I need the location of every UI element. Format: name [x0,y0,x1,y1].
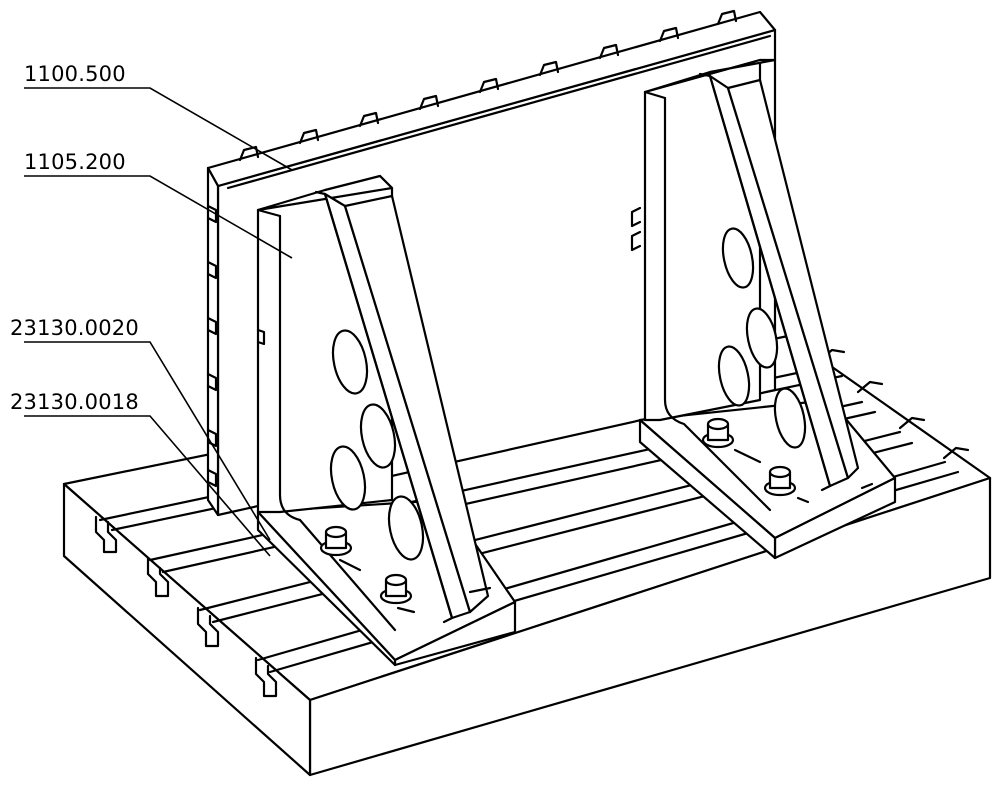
leader-23130-0020 [24,341,271,541]
leader-1100-500 [24,87,293,171]
part-label-screw: 23130.0020 [10,316,139,340]
right-angle-bracket-right [638,58,897,560]
leader-1105-200 [24,175,293,259]
part-label-plate: 1100.500 [24,62,126,86]
leader-lines [24,87,293,557]
right-angle-bracket-left [256,174,517,667]
part-label-washer: 23130.0018 [10,390,139,414]
part-label-bracket: 1105.200 [24,150,126,174]
leader-23130-0018 [24,415,271,557]
